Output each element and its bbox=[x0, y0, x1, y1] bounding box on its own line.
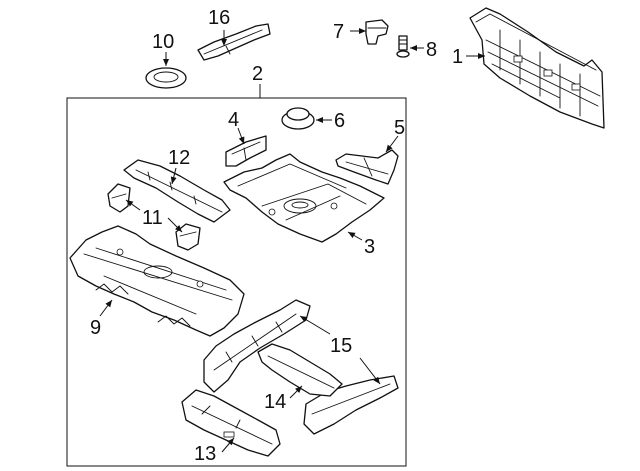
leader-15b bbox=[359, 357, 381, 385]
leader-13 bbox=[221, 437, 235, 453]
part-16-bracket bbox=[197, 23, 271, 61]
callout-11: 11 bbox=[142, 207, 163, 229]
part-4-bracket bbox=[225, 135, 267, 167]
leader-5 bbox=[385, 135, 399, 153]
part-8-bolt bbox=[396, 35, 410, 58]
part-14-reinforcement bbox=[257, 343, 343, 397]
part-9-floor-panel bbox=[69, 225, 245, 337]
callout-10: 10 bbox=[152, 31, 174, 53]
callout-7: 7 bbox=[333, 21, 344, 43]
leader-4 bbox=[237, 127, 245, 145]
part-11-bracket-right bbox=[175, 223, 201, 251]
callout-3: 3 bbox=[364, 236, 375, 258]
leader-11b bbox=[125, 199, 141, 211]
part-10-plug bbox=[145, 67, 187, 89]
part-13-crossmember bbox=[181, 389, 281, 457]
assembly-frame bbox=[66, 97, 407, 467]
callout-15: 15 bbox=[330, 335, 352, 357]
part-15-side-member bbox=[203, 299, 399, 435]
callout-5: 5 bbox=[394, 117, 405, 139]
callout-4: 4 bbox=[228, 109, 239, 131]
leader-15a bbox=[299, 315, 331, 335]
leader-14 bbox=[289, 385, 303, 399]
callout-13: 13 bbox=[194, 443, 216, 465]
leader-11 bbox=[167, 217, 183, 233]
leader-9 bbox=[99, 299, 113, 317]
part-6-cap bbox=[281, 107, 315, 130]
part-11-bracket-left bbox=[107, 183, 131, 213]
callout-2: 2 bbox=[252, 63, 263, 85]
part-5-bracket bbox=[335, 149, 399, 185]
leader-3 bbox=[347, 231, 363, 241]
part-12-rail bbox=[123, 159, 231, 223]
callout-16: 16 bbox=[208, 7, 230, 29]
callout-8: 8 bbox=[426, 39, 437, 61]
callout-12: 12 bbox=[168, 147, 190, 169]
part-1-rear-panel bbox=[469, 7, 605, 129]
callout-6: 6 bbox=[334, 110, 345, 132]
part-3-floor-pan bbox=[223, 153, 385, 243]
callout-1: 1 bbox=[452, 46, 463, 68]
callout-9: 9 bbox=[90, 317, 101, 339]
leader-12 bbox=[170, 167, 177, 185]
part-7-clip bbox=[365, 19, 389, 45]
callout-14: 14 bbox=[264, 391, 286, 413]
